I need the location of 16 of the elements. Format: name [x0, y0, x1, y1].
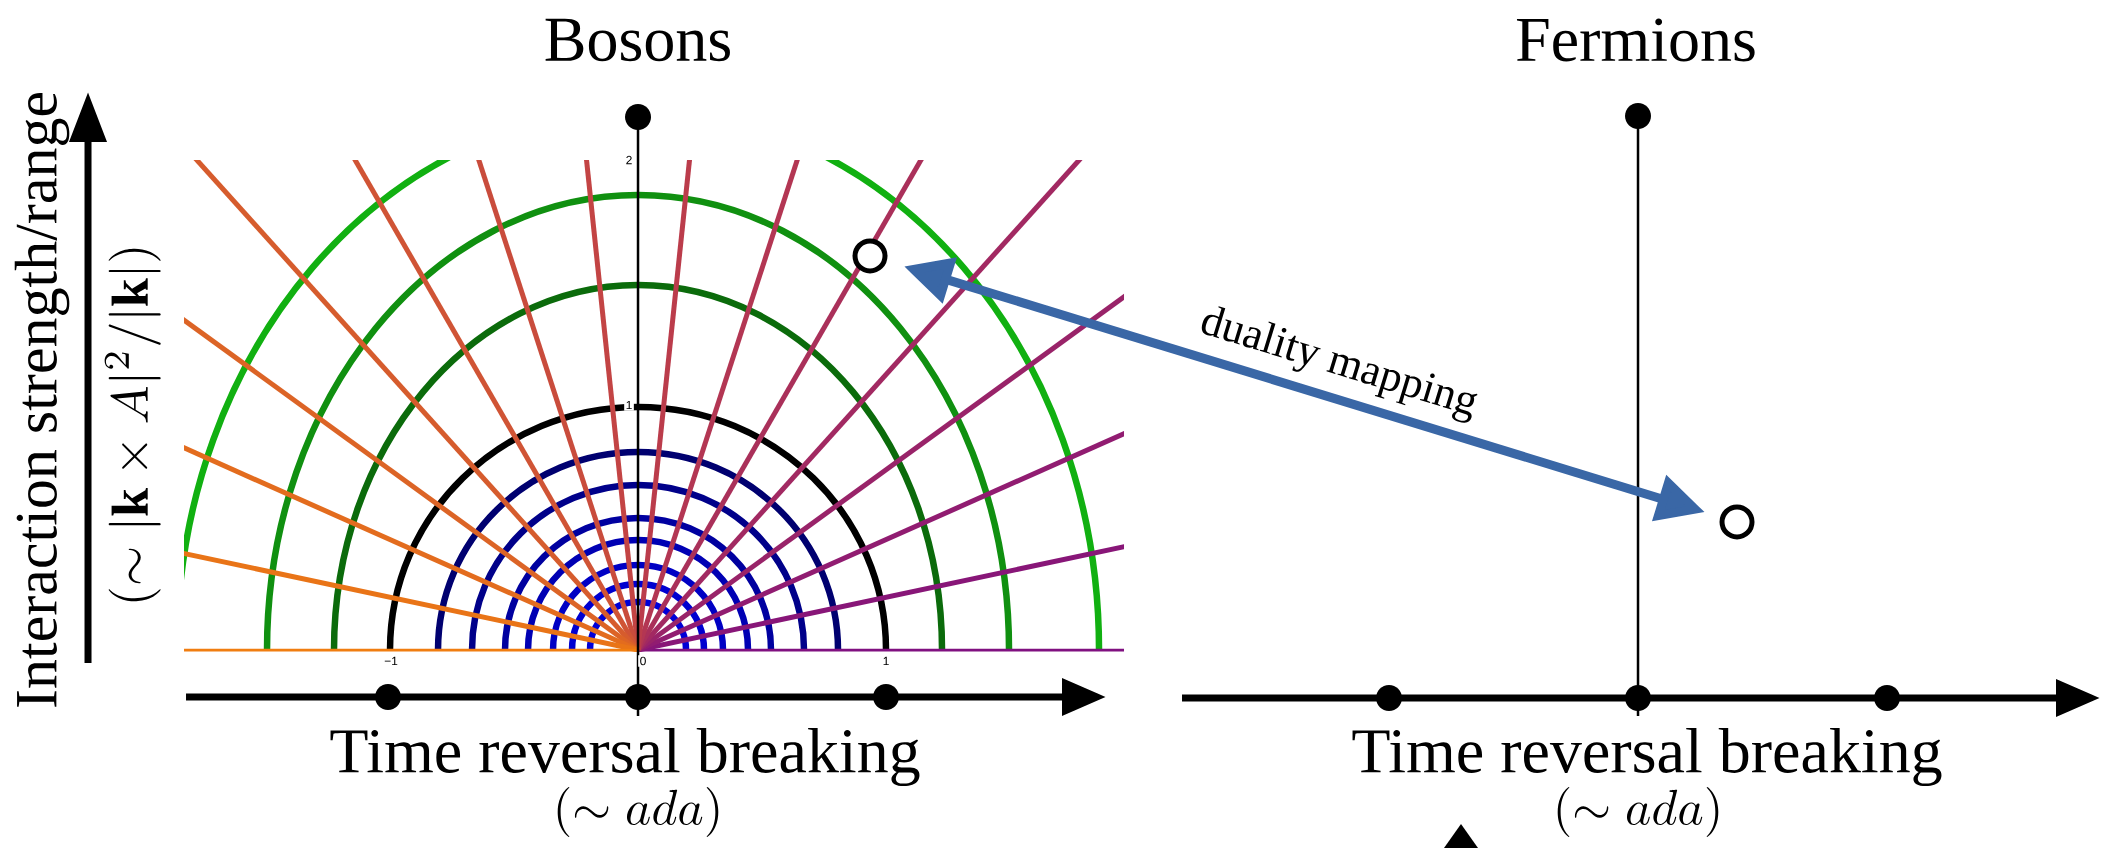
axis-label: $(\sim ada)$	[1557, 787, 1719, 837]
panel-title: Bosons	[545, 18, 730, 62]
tick-label: 1	[624, 399, 634, 411]
axis-label: $(\sim ada)$	[557, 787, 719, 837]
hollow-circle-marker	[852, 238, 888, 274]
tick-label: −1	[382, 655, 400, 667]
tick-label: 2	[624, 154, 634, 166]
edge-label: duality mapping	[1201, 306, 1478, 423]
axis-label: Time reversal breaking	[330, 727, 920, 787]
hollow-circle-marker	[1719, 504, 1755, 540]
axis-label: Interaction strength/range	[14, 92, 70, 707]
axis-label: $(\sim|\mathbf{k}\times A|^2/|\mathbf{k}|)$	[104, 248, 161, 602]
panel-title: Fermions	[1516, 18, 1755, 62]
tick-label: 1	[881, 655, 891, 667]
axis-label: Time reversal breaking	[1352, 727, 1942, 787]
tick-label: 0	[638, 655, 648, 667]
